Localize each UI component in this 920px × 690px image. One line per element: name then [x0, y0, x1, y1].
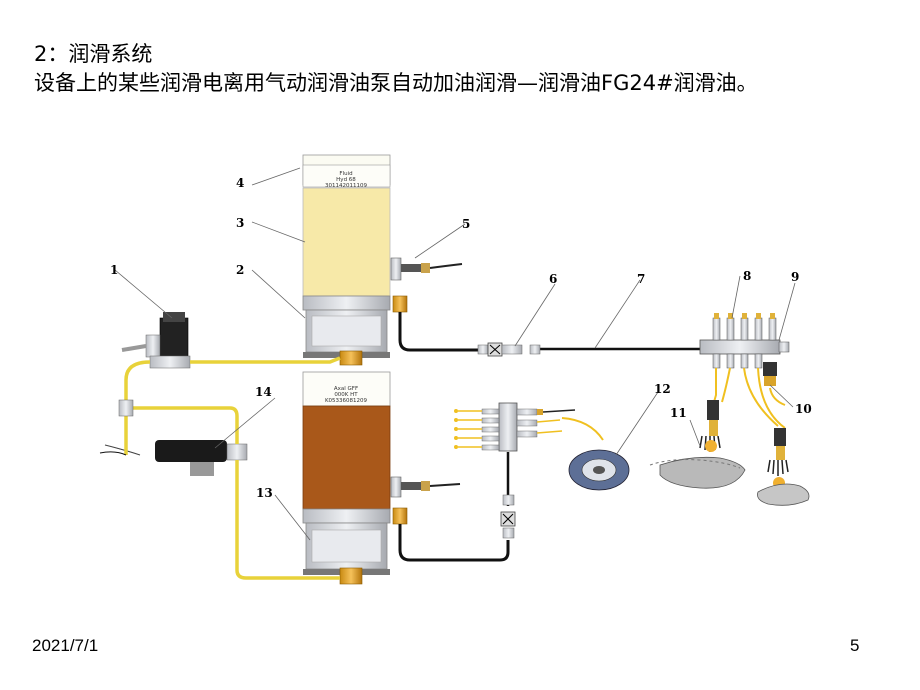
lower-outlet-hose — [398, 524, 510, 562]
callout-8: 8 — [743, 269, 751, 283]
lower-tank-label-line3: K05336081209 — [325, 398, 368, 404]
callout-2: 2 — [236, 263, 244, 277]
callout-12: 12 — [654, 382, 671, 396]
callout-6: 6 — [549, 272, 557, 286]
callout-10: 10 — [795, 402, 812, 416]
inline-filter-fitting — [477, 342, 541, 357]
callout-14: 14 — [255, 385, 272, 399]
callout-numbers: 4 3 2 1 5 6 7 8 9 10 11 12 13 14 — [110, 176, 812, 500]
callout-4: 4 — [236, 176, 244, 190]
air-pump-gun — [104, 440, 248, 476]
lower-distributor-block — [454, 402, 576, 452]
callout-11: 11 — [670, 406, 687, 420]
rotary-flange-lube-point — [561, 417, 630, 491]
callout-3: 3 — [236, 216, 244, 230]
tee-fitting — [118, 399, 134, 417]
callout-leader-lines — [114, 167, 796, 541]
callout-5: 5 — [462, 217, 470, 231]
grease-branch-lines — [713, 367, 786, 429]
progressive-distributor — [699, 313, 790, 386]
lower-tank-label-line2: 000K HT — [334, 392, 358, 398]
footer-date: 2021/7/1 — [32, 636, 99, 655]
upper-outlet-hose — [398, 312, 478, 352]
solenoid-valve — [121, 312, 191, 369]
lower-oil-reservoir: Axal GFF 000K HT K05336081209 — [302, 371, 461, 585]
upper-tank-label-line2: Hyd 68 — [336, 177, 356, 183]
slide-title: 2：润滑系统 — [34, 42, 153, 66]
callout-1: 1 — [110, 263, 118, 277]
yellow-air-lines — [124, 356, 341, 580]
callout-7: 7 — [637, 272, 645, 286]
upper-tank-label-line3: 301142011109 — [325, 183, 367, 189]
lower-tank-label-line1: Axal GFF — [334, 386, 358, 392]
upper-tank-label-line1: Fluid — [339, 171, 352, 177]
page-number: 5 — [850, 636, 860, 655]
bearing-lubrication-points — [649, 400, 810, 506]
callout-13: 13 — [256, 486, 273, 500]
slide-body-text: 设备上的某些润滑电离用气动润滑油泵自动加油润滑—润滑油FG24#润滑油。 — [34, 71, 758, 95]
upper-grease-reservoir: Fluid Hyd 68 301142011109 — [302, 154, 463, 366]
lower-inline-filter-fitting — [500, 494, 516, 539]
callout-9: 9 — [791, 270, 799, 284]
